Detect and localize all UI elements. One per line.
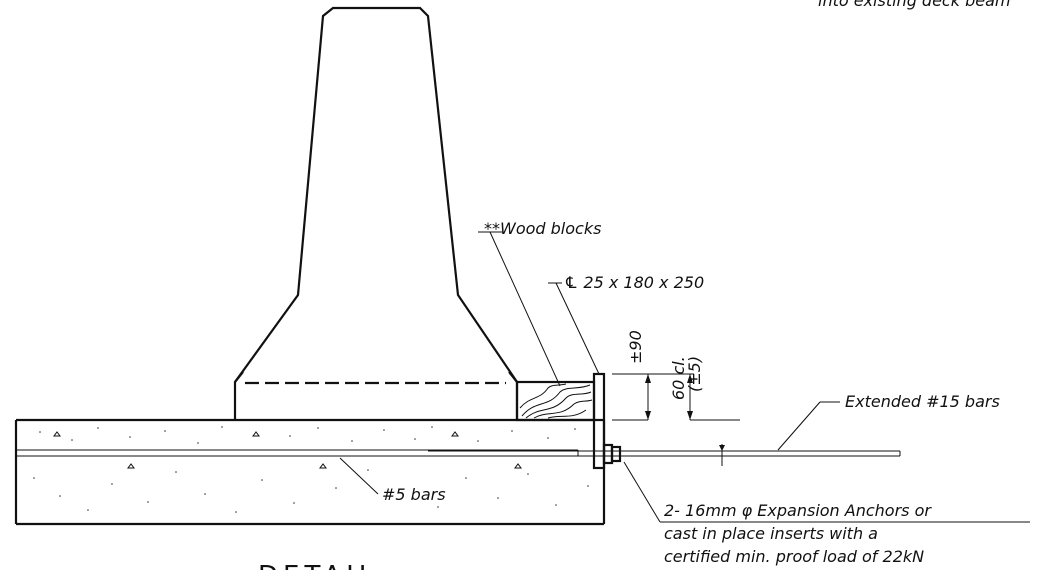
- extended-bars-leader: [777, 401, 821, 451]
- bars5-label: #5 bars: [382, 485, 446, 504]
- plate-leader: [555, 282, 600, 375]
- detail-title: DETAIL: [258, 561, 378, 570]
- wood-grain-hatch: [519, 383, 593, 419]
- bars5-leader: [339, 457, 379, 495]
- concrete-barrier-outline: [233, 6, 519, 420]
- wood-blocks-label: **Wood blocks: [484, 219, 601, 238]
- anchor-nut: [610, 445, 622, 463]
- dim-5-arrow: [719, 445, 725, 451]
- extended-bars-label: Extended #15 bars: [845, 392, 1000, 411]
- barrier-chamfer-right: [508, 371, 518, 383]
- plate-label: ℄ 25 x 180 x 250: [564, 273, 704, 292]
- wood-blocks-leader: [489, 231, 561, 387]
- dim-5-text: (±5): [685, 356, 704, 392]
- anchors-note-line3: certified min. proof load of 22kN: [664, 547, 924, 566]
- top-note-text: into existing deck beam: [818, 0, 1010, 10]
- barrier-chamfer-left: [234, 371, 244, 383]
- dim-60-text: 60 cl.: [669, 356, 688, 400]
- dim-90-text: ±90: [626, 330, 645, 364]
- anchors-leader: [623, 461, 661, 523]
- anchors-note-line2: cast in place inserts with a: [664, 524, 878, 543]
- anchor-washer: [602, 443, 614, 465]
- anchors-note-line1: 2- 16mm φ Expansion Anchors or: [664, 501, 932, 520]
- concrete-stipple: [33, 426, 589, 513]
